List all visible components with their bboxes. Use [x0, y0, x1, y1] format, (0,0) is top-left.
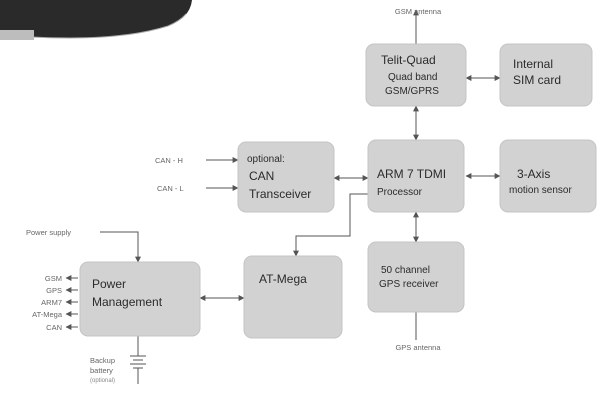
power-line-2: Management	[92, 295, 163, 309]
device-photo-corner	[0, 0, 192, 40]
can-line-3: Transceiver	[249, 187, 311, 201]
motion-sensor-block: 3-Axis motion sensor	[499, 139, 597, 213]
power-management-block: Power Management	[79, 261, 201, 337]
connection-lines	[65, 9, 501, 384]
sim-line-2: SIM card	[513, 73, 561, 87]
sim-card-block: Internal SIM card	[499, 43, 593, 107]
gps-line-2: GPS receiver	[379, 279, 439, 290]
can-l-label: CAN - L	[157, 184, 184, 193]
can-transceiver-block: optional: CAN Transceiver	[237, 141, 335, 213]
gsm-antenna-label: GSM antenna	[395, 7, 442, 16]
output-label-gsm: GSM	[45, 274, 62, 283]
motion-line-1: 3-Axis	[517, 167, 550, 181]
output-label-gps: GPS	[46, 286, 62, 295]
telit-quad-block: Telit-Quad Quad band GSM/GPRS	[365, 43, 467, 107]
output-label-arm7: ARM7	[41, 298, 62, 307]
gps-antenna-label: GPS antenna	[395, 343, 441, 352]
sim-line-1: Internal	[513, 57, 553, 71]
power-line-1: Power	[92, 277, 126, 291]
at-mega-block: AT-Mega	[243, 255, 343, 339]
telit-line-2: Quad band	[388, 72, 438, 83]
can-h-label: CAN - H	[155, 156, 183, 165]
atmega-label: AT-Mega	[259, 272, 307, 286]
backup-battery-label-2: battery	[90, 366, 113, 375]
can-line-1: optional:	[247, 154, 285, 165]
telit-title: Telit-Quad	[381, 53, 436, 67]
motion-line-2: motion sensor	[509, 185, 572, 196]
power-supply-label: Power supply	[26, 228, 71, 237]
arm-processor-block: ARM 7 TDMI Processor	[367, 139, 465, 213]
output-label-can: CAN	[46, 323, 62, 332]
output-label-atmega: AT-Mega	[32, 310, 63, 319]
gps-receiver-block: 50 channel GPS receiver	[367, 241, 465, 313]
telit-line-3: GSM/GPRS	[385, 86, 439, 97]
backup-battery-label-3: (optional)	[90, 378, 115, 384]
arm-line-1: ARM 7 TDMI	[377, 167, 446, 181]
backup-battery-label-1: Backup	[90, 356, 115, 365]
gps-line-1: 50 channel	[381, 265, 430, 276]
arm-line-2: Processor	[377, 187, 423, 198]
can-line-2: CAN	[249, 169, 274, 183]
